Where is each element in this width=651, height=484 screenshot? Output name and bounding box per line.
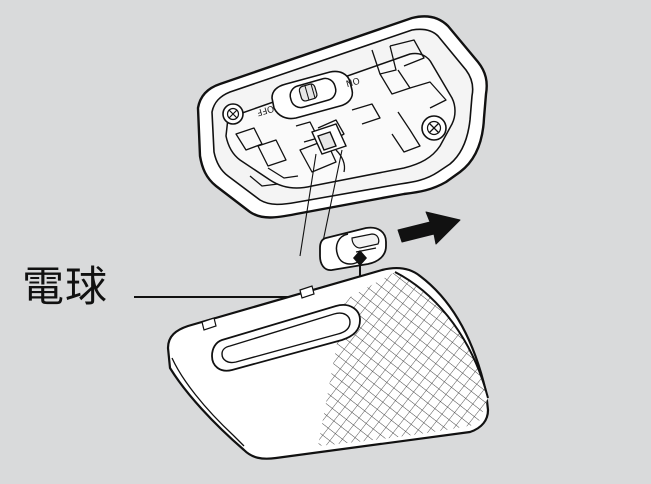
housing-internal-ribs [235, 39, 447, 187]
lens-window [211, 304, 361, 372]
switch-off-label: OFF [255, 102, 275, 116]
right-screw [421, 115, 447, 141]
removal-direction-arrow [397, 211, 461, 245]
bulb-socket [311, 123, 347, 155]
bulb-label: 電球 [22, 262, 109, 311]
lamp-housing: ON OFF [196, 15, 488, 219]
bulb [319, 226, 387, 271]
on-off-switch: ON OFF [255, 70, 361, 120]
lens-mesh [318, 272, 488, 446]
left-screw [222, 103, 244, 125]
lens-cover [166, 266, 490, 460]
switch-on-label: ON [344, 74, 360, 87]
